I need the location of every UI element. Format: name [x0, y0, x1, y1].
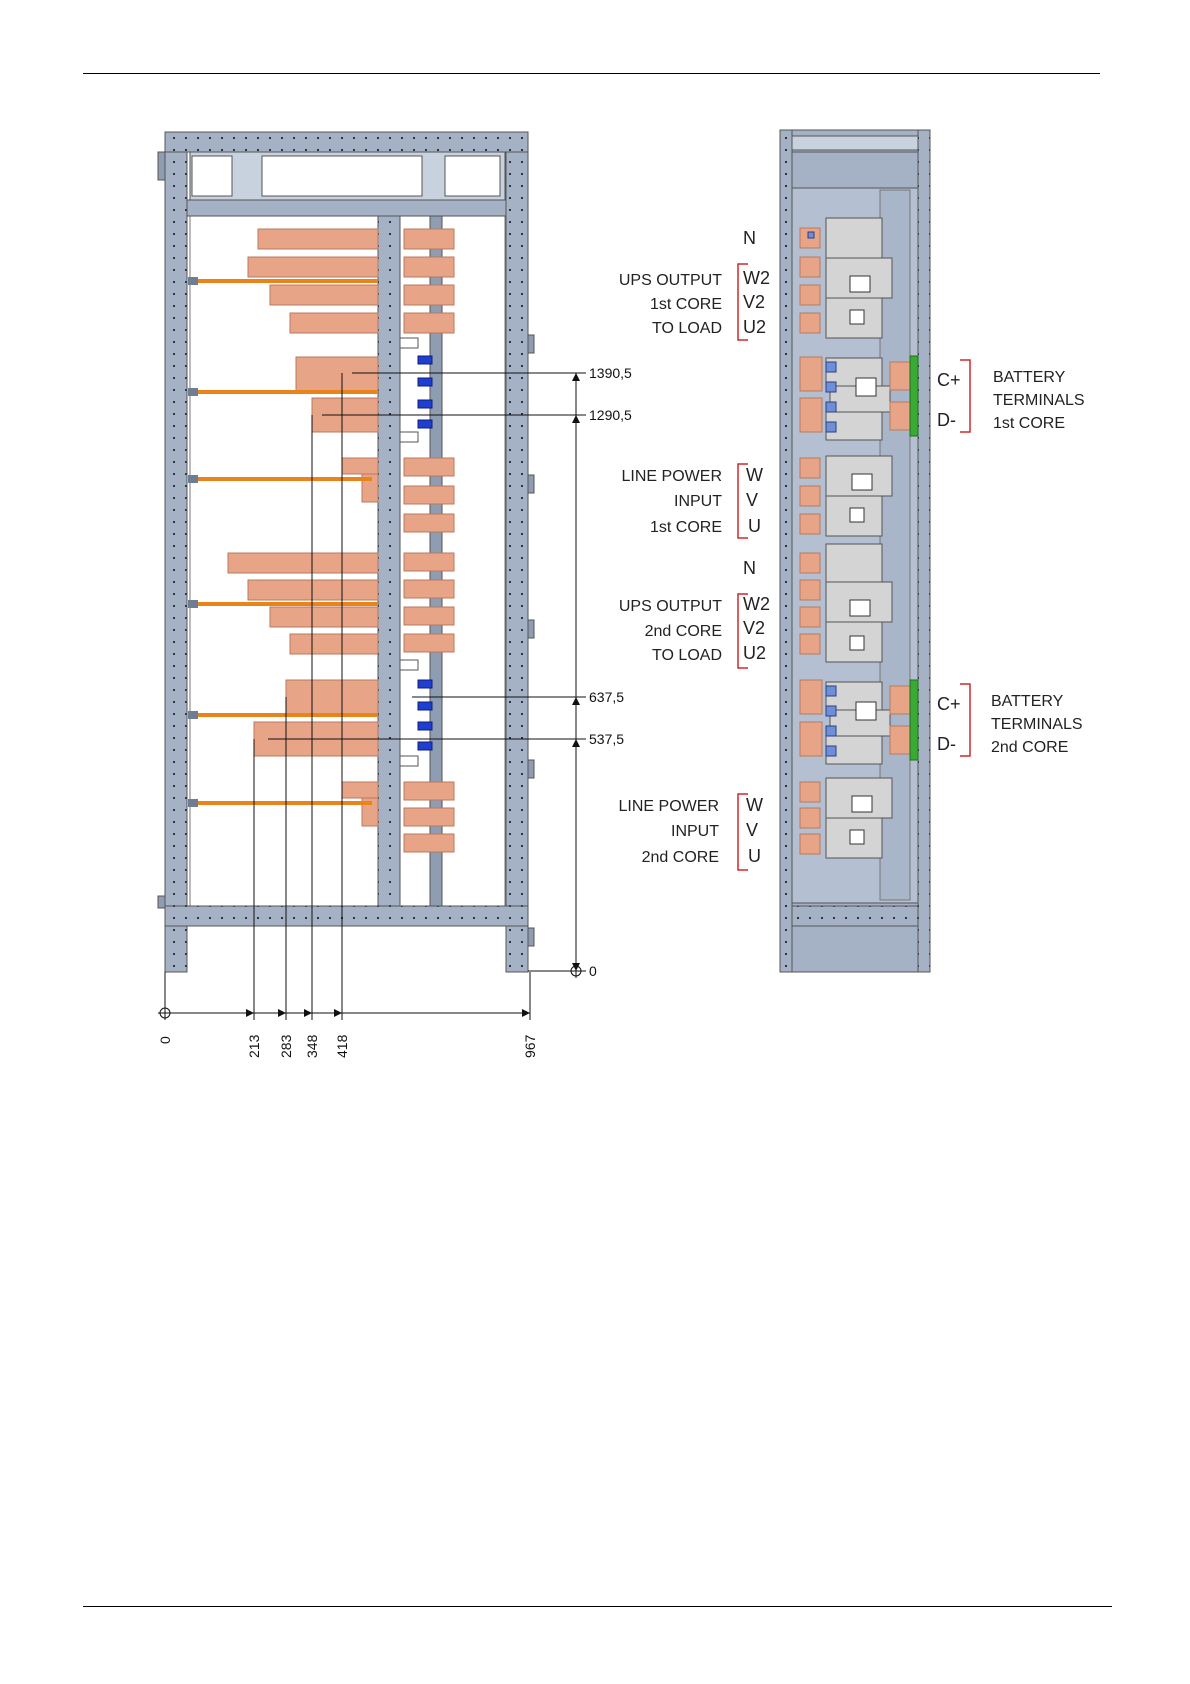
group4-label-line2: INPUT	[671, 823, 719, 840]
group3-label-line2: 2nd CORE	[645, 623, 722, 640]
dim-537-5: 537,5	[589, 731, 624, 747]
battery1-terminal-c-plus: C+	[937, 370, 961, 390]
battery1-label-line2: TERMINALS	[993, 392, 1085, 409]
dim-origin-vertical: 0	[589, 963, 597, 979]
group1-phase-v2: V2	[743, 292, 765, 312]
group3-phase-u2: U2	[743, 643, 766, 663]
dim-h-418: 418	[334, 1034, 350, 1058]
dim-h-283: 283	[278, 1034, 294, 1058]
dim-h-0: 0	[157, 1036, 173, 1044]
side-view-cabinet	[780, 130, 930, 972]
top-rail	[165, 132, 528, 152]
bottom-rail	[165, 906, 528, 926]
group2-phase-u: U	[748, 516, 761, 536]
group2-label-line2: INPUT	[674, 493, 722, 510]
group2-label-line3: 1st CORE	[650, 519, 722, 536]
group3-phase-v2: V2	[743, 618, 765, 638]
battery2-label-line2: TERMINALS	[991, 716, 1083, 733]
group1-phase-u2: U2	[743, 317, 766, 337]
side-top	[792, 152, 918, 188]
group4-phase-u: U	[748, 846, 761, 866]
battery2-terminal-d-minus: D-	[937, 734, 956, 754]
group1-label-line3: TO LOAD	[652, 320, 722, 337]
dim-h-967: 967	[522, 1034, 538, 1058]
group3-label-line3: TO LOAD	[652, 647, 722, 664]
group1-label-line1: UPS OUTPUT	[619, 272, 722, 289]
top-box-window-left	[192, 156, 232, 196]
dim-h-348: 348	[304, 1034, 320, 1058]
group4-label-line1: LINE POWER	[619, 798, 719, 815]
group4-label-line3: 2nd CORE	[642, 849, 719, 866]
group3-label-line1: UPS OUTPUT	[619, 598, 722, 615]
right-post	[506, 132, 528, 972]
top-box-window	[262, 156, 422, 196]
side-left-post	[780, 130, 792, 972]
dim-h-213: 213	[246, 1034, 262, 1058]
battery2-terminal-c-plus: C+	[937, 694, 961, 714]
busbar-column	[378, 216, 400, 906]
side-right-post	[918, 130, 930, 972]
battery1-label-line3: 1st CORE	[993, 415, 1065, 432]
group4-phase-v: V	[746, 820, 758, 840]
group4-phase-w: W	[746, 795, 763, 815]
upper-beam	[187, 200, 506, 216]
dim-1290-5: 1290,5	[589, 407, 632, 423]
left-post	[165, 132, 187, 972]
dim-637-5: 637,5	[589, 689, 624, 705]
group3-phase-w2: W2	[743, 594, 770, 614]
side-top-rail	[792, 136, 918, 150]
group1-phase-n: N	[743, 228, 756, 248]
group2-label-line1: LINE POWER	[622, 468, 722, 485]
battery1-label-line1: BATTERY	[993, 369, 1066, 386]
group2-phase-v: V	[746, 490, 758, 510]
side-bottom-rail	[792, 906, 918, 926]
group1-phase-w2: W2	[743, 268, 770, 288]
dim-1390-5: 1390,5	[589, 365, 632, 381]
battery1-terminal-d-minus: D-	[937, 410, 956, 430]
group2-phase-w: W	[746, 465, 763, 485]
battery2-label-line1: BATTERY	[991, 693, 1064, 710]
top-box-window-right	[445, 156, 500, 196]
front-view-cabinet	[158, 132, 534, 972]
group3-phase-n: N	[743, 558, 756, 578]
battery2-label-line3: 2nd CORE	[991, 739, 1068, 756]
group1-label-line2: 1st CORE	[650, 296, 722, 313]
